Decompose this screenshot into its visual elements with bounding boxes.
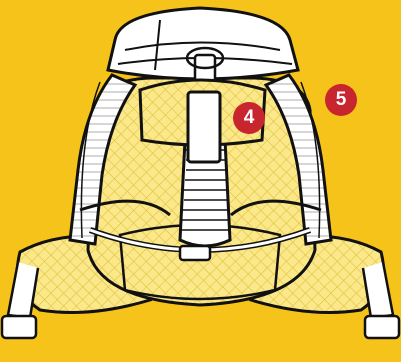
callout-badge-5: 5 [325,84,357,116]
sternum-buckle [180,246,210,260]
hip-buckle [365,316,399,338]
harness-tab [188,92,220,162]
hip-strap [8,262,38,318]
hip-strap [363,262,393,318]
hip-buckle [2,316,36,338]
callout-badge-4: 4 [233,102,265,134]
